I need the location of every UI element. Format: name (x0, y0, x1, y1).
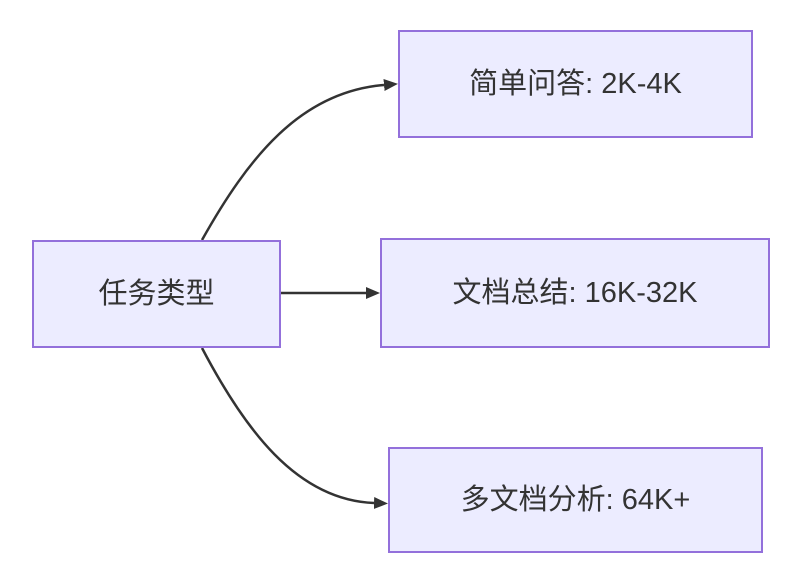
node-multi-doc-label: 多文档分析: 64K+ (460, 483, 691, 516)
node-task-type-label: 任务类型 (98, 277, 215, 310)
node-simple-qa: 简单问答: 2K-4K (398, 30, 753, 138)
node-simple-qa-label: 简单问答: 2K-4K (469, 67, 682, 100)
node-doc-summary-label: 文档总结: 16K-32K (452, 276, 698, 309)
edge-to-simple-qa (200, 79, 398, 241)
node-task-type: 任务类型 (32, 240, 281, 348)
node-doc-summary: 文档总结: 16K-32K (380, 238, 770, 348)
node-multi-doc: 多文档分析: 64K+ (388, 447, 763, 553)
edge-to-multi-doc (200, 347, 388, 509)
